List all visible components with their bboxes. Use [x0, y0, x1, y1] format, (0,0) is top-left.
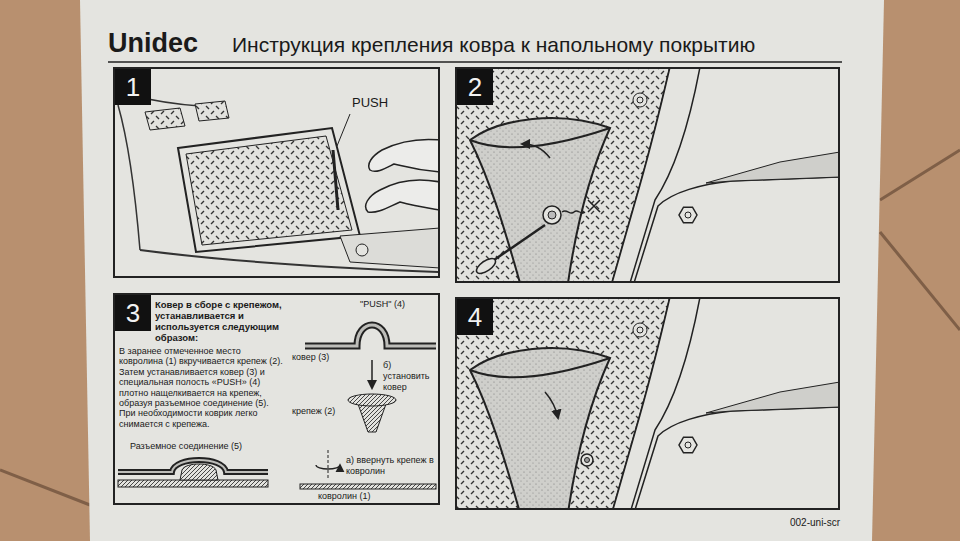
pedal: [195, 101, 229, 121]
floor-carpet: [118, 480, 268, 487]
mat-underside: [470, 118, 610, 281]
part-label: "PUSH" (4): [360, 299, 405, 310]
instruction-heading: Ковер в сборе с крепежом, устанавливаетс…: [155, 299, 300, 343]
hand: [369, 139, 438, 172]
sill-rail: [706, 152, 838, 183]
bolt: [679, 207, 697, 223]
pedal: [145, 108, 185, 130]
lift-arrow: [522, 144, 550, 158]
cross-mark: [588, 200, 600, 212]
part-label: Разъемное соединение (5): [130, 441, 242, 452]
part-label: крепеж (2): [292, 406, 335, 417]
carpet-section: [305, 325, 436, 346]
mat-corner: [457, 69, 838, 281]
carpet-joined: [118, 460, 268, 472]
floor-mat: [178, 128, 360, 252]
press-arrow: [545, 392, 558, 418]
mat-corner: [457, 299, 838, 508]
step-panel: 3Ковер в сборе с крепежом, устанавливает…: [113, 293, 440, 505]
mat-corner-illustration: [457, 299, 838, 508]
leader-line: [337, 114, 350, 146]
part-label: ковролин (1): [318, 491, 370, 502]
bolt: [685, 212, 691, 218]
floor-carpet: [300, 484, 436, 489]
fastener-icon: [543, 206, 561, 224]
step-number: 3: [115, 295, 151, 331]
carpet-section: [305, 325, 436, 346]
step-panel: 1: [113, 67, 440, 278]
carpet-joined: [118, 460, 268, 472]
step-note: а) ввернуть крепеж в ковролин: [346, 455, 436, 477]
rotation-axis: [328, 450, 329, 480]
brand-name: Unidec: [108, 27, 198, 59]
bolt: [356, 244, 368, 256]
awl-handle: [474, 256, 498, 277]
step-panel: 4: [455, 297, 840, 510]
hand: [366, 180, 438, 212]
section-diagram: [118, 325, 436, 489]
fastener-body: [358, 404, 386, 432]
down-arrow: [371, 360, 373, 388]
step-number: 1: [115, 69, 151, 105]
awl: [494, 225, 545, 260]
rear-step: [340, 228, 438, 268]
step-number: 2: [457, 69, 493, 105]
mat-tread: [186, 136, 352, 245]
fold-edge: [470, 128, 610, 147]
fastener-joined: [180, 464, 218, 480]
step-note: б) установить ковер: [383, 360, 437, 392]
document-code: 002-uni-scr: [790, 517, 840, 529]
callout-label: PUSH: [352, 95, 388, 111]
rotation-arrow: [316, 465, 340, 469]
part-label: ковер (3): [292, 352, 329, 363]
screw-squiggle: [562, 211, 585, 213]
page-title: Инструкция крепления ковра к напольному …: [232, 33, 755, 57]
fastener-head: [348, 394, 396, 406]
fastener-tool: [333, 150, 338, 210]
mat-corner-illustration: [457, 69, 838, 281]
mat-corner: [457, 299, 838, 508]
push-socket: [633, 93, 647, 107]
door-pillar: [118, 105, 140, 250]
instruction-text: В заранее отмеченное место ковролина (1)…: [119, 346, 287, 429]
push-socket: [637, 97, 643, 103]
floor-step: [634, 177, 838, 281]
header-rule: [108, 61, 842, 63]
step-panel: 2: [455, 67, 840, 283]
step-number: 4: [457, 299, 493, 335]
fastener-icon: [581, 454, 593, 466]
fastener-icon: [585, 458, 590, 463]
fastener-icon: [548, 211, 556, 219]
paper-sheet: [80, 0, 884, 541]
footwell-illustration: [118, 95, 438, 272]
